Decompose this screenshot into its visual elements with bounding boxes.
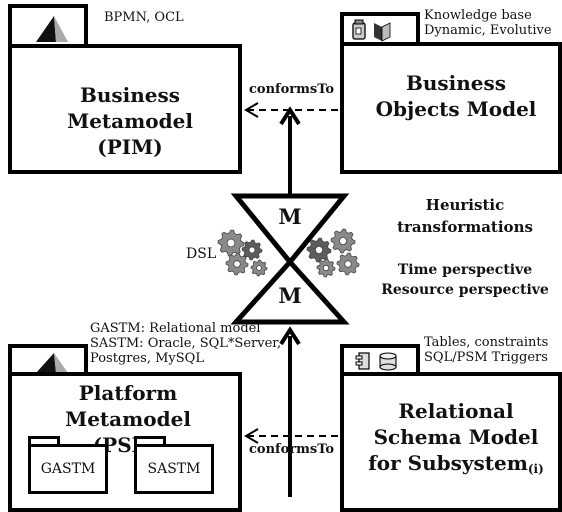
gastm-label: GASTM bbox=[40, 461, 96, 477]
gears-left-icon bbox=[217, 229, 268, 277]
platform-metamodel-title-line1: Platform bbox=[78, 381, 178, 405]
business-objects-title-line1: Business bbox=[405, 71, 507, 95]
relational-schema-title-line1: Relational bbox=[398, 399, 514, 423]
gastm-package-tab bbox=[28, 436, 60, 446]
perspectives-label: Time perspective Resource perspective bbox=[370, 260, 560, 300]
sastm-label: SASTM bbox=[147, 461, 201, 477]
book-icon bbox=[374, 22, 391, 42]
platform-metamodel-note: GASTM: Relational model SASTM: Oracle, S… bbox=[90, 321, 281, 366]
jar-icon bbox=[352, 19, 366, 40]
relational-schema-title: Relational Schema Model for Subsystem(i) bbox=[352, 398, 560, 482]
business-metamodel-title-line2: Metamodel bbox=[67, 109, 193, 133]
relational-schema-note: Tables, constraints SQL/PSM Triggers bbox=[424, 335, 548, 365]
relational-schema-package bbox=[340, 372, 562, 512]
conforms-to-top-label: conformsTo bbox=[249, 82, 335, 97]
pyramid-icon bbox=[36, 16, 68, 42]
relational-schema-note-line2: SQL/PSM Triggers bbox=[424, 350, 548, 365]
business-objects-package bbox=[340, 42, 562, 174]
gastm-package: GASTM bbox=[28, 444, 108, 494]
m-bottom-label: M bbox=[278, 283, 302, 308]
conforms-to-bottom-arrow bbox=[244, 428, 338, 444]
lower-vertical-arrow bbox=[279, 326, 301, 497]
transformation-hourglass bbox=[230, 193, 350, 325]
business-metamodel-package bbox=[8, 44, 242, 174]
sastm-package-tab bbox=[134, 436, 166, 446]
business-objects-tab bbox=[340, 12, 420, 44]
relational-schema-title-line3: for Subsystem bbox=[368, 451, 528, 475]
platform-metamodel-tab bbox=[8, 344, 88, 374]
business-metamodel-title: Business Metamodel (PIM) bbox=[40, 82, 220, 160]
platform-metamodel-note-line1: GASTM: Relational model bbox=[90, 321, 261, 336]
diagram-connectors bbox=[217, 102, 360, 497]
relational-schema-tab bbox=[340, 344, 420, 374]
upper-vertical-arrow bbox=[279, 106, 301, 196]
conforms-to-bottom-label: conformsTo bbox=[249, 442, 335, 457]
m-top-label: M bbox=[278, 204, 302, 229]
gears-right-icon bbox=[306, 228, 360, 278]
business-metamodel-tab bbox=[8, 4, 88, 46]
conforms-to-top-arrow bbox=[244, 102, 338, 118]
business-objects-note-line1: Knowledge base bbox=[424, 8, 532, 23]
business-metamodel-title-line1: Business bbox=[79, 83, 181, 107]
business-metamodel-note: BPMN, OCL bbox=[104, 10, 184, 25]
relational-schema-note-line1: Tables, constraints bbox=[424, 335, 549, 350]
dsl-label: DSL bbox=[186, 246, 217, 262]
database-icon bbox=[379, 352, 397, 371]
sastm-package: SASTM bbox=[134, 444, 214, 494]
relational-schema-subscript: (i) bbox=[527, 462, 544, 476]
business-objects-note: Knowledge base Dynamic, Evolutive bbox=[424, 8, 552, 38]
perspective-line2: Resource perspective bbox=[381, 282, 549, 298]
relational-schema-title-line2: Schema Model bbox=[373, 425, 539, 449]
pyramid-icon bbox=[36, 353, 68, 373]
platform-metamodel-note-line3: Postgres, MySQL bbox=[90, 351, 204, 366]
business-objects-title-line2: Objects Model bbox=[375, 97, 537, 121]
heuristic-transformations-label: Heuristic transformations bbox=[380, 194, 550, 238]
perspective-line1: Time perspective bbox=[397, 262, 533, 278]
business-objects-note-line2: Dynamic, Evolutive bbox=[424, 23, 552, 38]
business-metamodel-title-line3: (PIM) bbox=[97, 135, 163, 159]
heuristic-line2: transformations bbox=[397, 218, 533, 236]
business-objects-title: Business Objects Model bbox=[356, 70, 556, 122]
component-icon bbox=[355, 352, 370, 370]
heuristic-line1: Heuristic bbox=[425, 196, 505, 214]
platform-metamodel-note-line2: SASTM: Oracle, SQL*Server, bbox=[90, 336, 282, 351]
